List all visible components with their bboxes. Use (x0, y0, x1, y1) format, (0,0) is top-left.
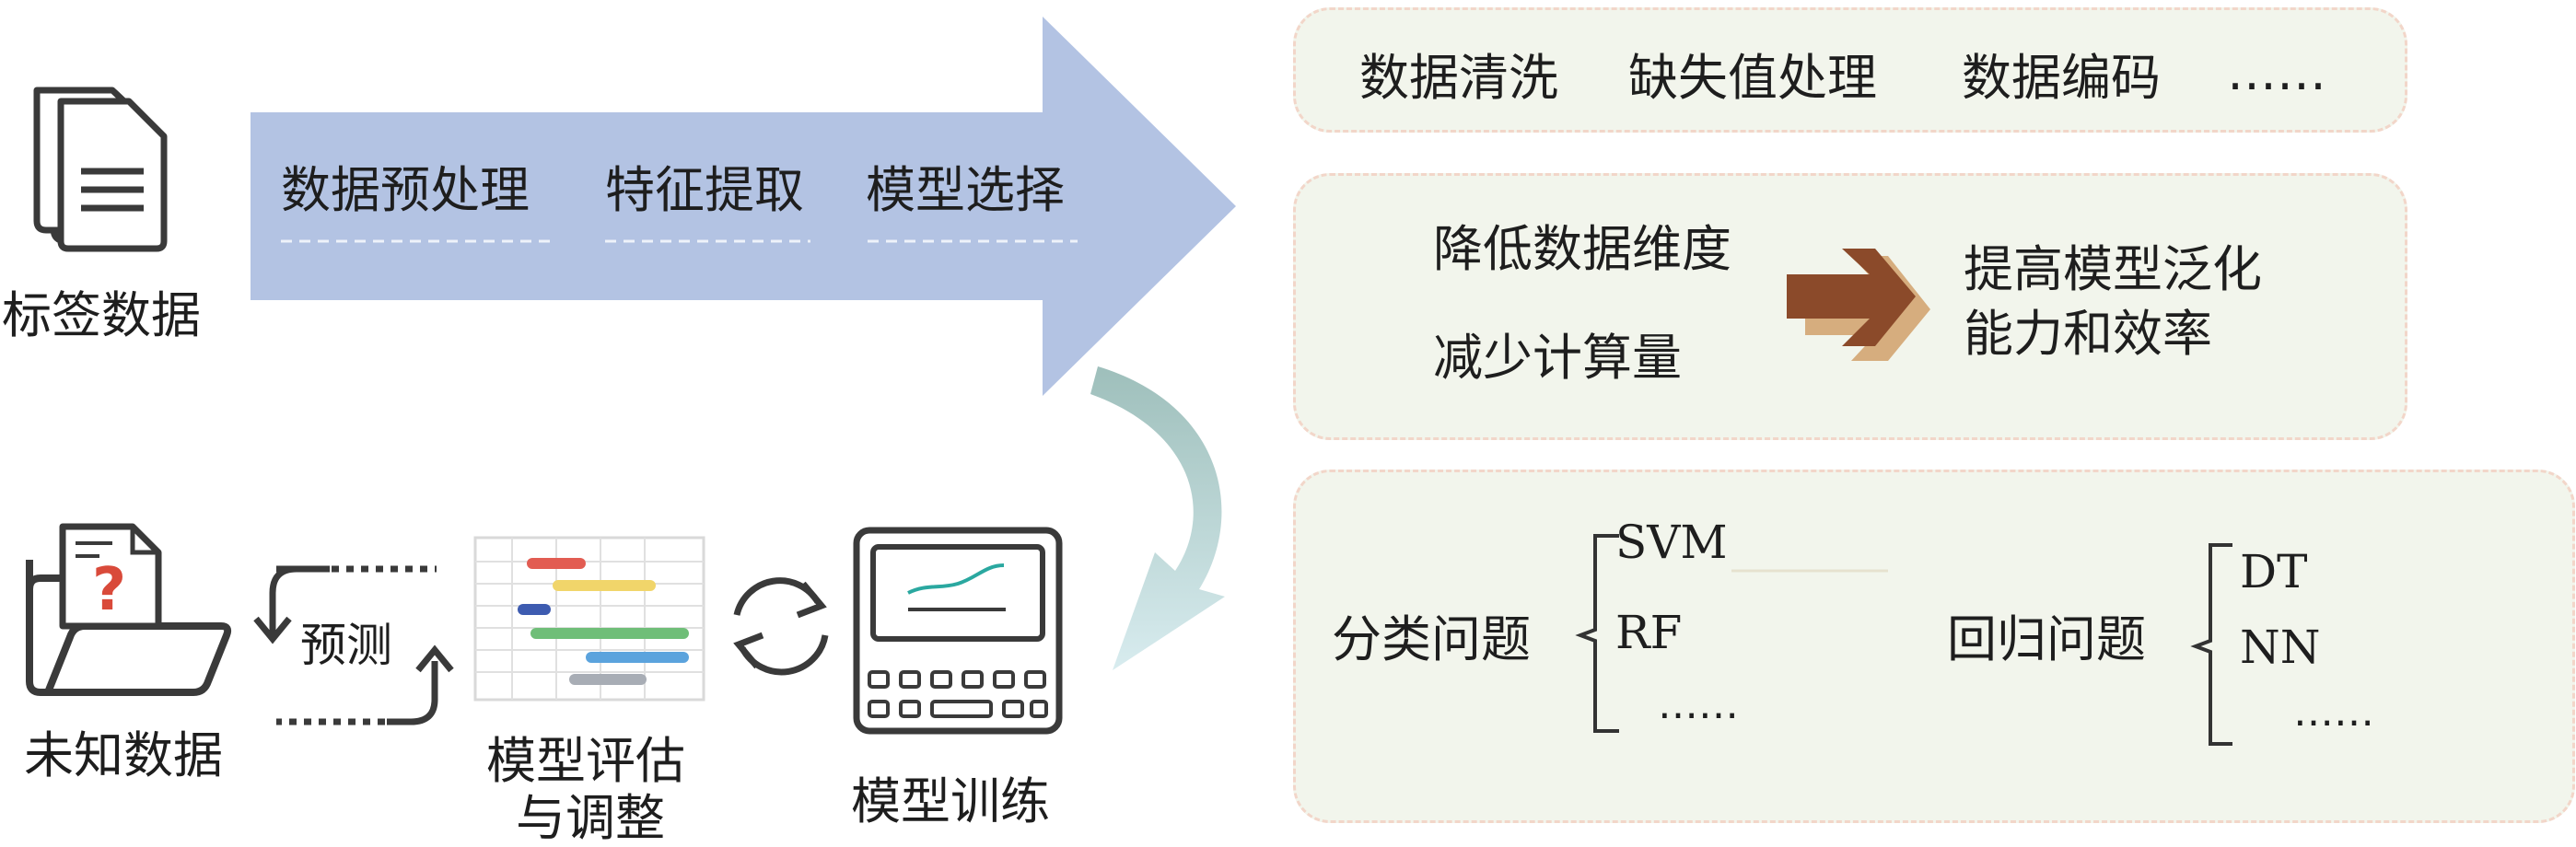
svg-text:?: ? (92, 556, 126, 624)
classification-label: 分类问题 (1332, 610, 1531, 668)
arrow-step-model-selection: 模型选择 (866, 161, 1065, 219)
refresh-cycle-icon (733, 577, 829, 676)
predict-loop-arrows (253, 565, 454, 725)
feature-left-1: 降低数据维度 (1433, 220, 1731, 278)
training-terminal-icon (853, 527, 1063, 735)
arrow-step-preprocessing: 数据预处理 (281, 161, 530, 219)
regression-item-more: …… (2293, 689, 2374, 736)
feature-right-2: 能力和效率 (1964, 305, 2212, 363)
unknown-data-label: 未知数据 (24, 726, 223, 784)
feature-right-1: 提高模型泛化 (1964, 240, 2262, 298)
classification-item-more: …… (1658, 681, 1739, 728)
preprocess-item-missing: 缺失值处理 (1628, 49, 1877, 107)
model-eval-label-line1: 模型评估 (486, 732, 685, 790)
arrow-step-feature-extraction: 特征提取 (605, 161, 804, 219)
preprocess-item-cleaning: 数据清洗 (1359, 49, 1558, 107)
brown-right-arrow (1787, 249, 1930, 361)
labeled-data-label: 标签数据 (2, 286, 201, 344)
classification-brace (1575, 534, 1619, 733)
predict-label: 预测 (300, 619, 392, 672)
regression-item-nn: NN (2240, 621, 2321, 674)
document-icon (33, 87, 168, 252)
feature-left-2: 减少计算量 (1433, 329, 1682, 387)
model-train-label: 模型训练 (851, 772, 1050, 830)
preprocess-item-encoding: 数据编码 (1962, 49, 2161, 107)
preprocess-panel (1293, 7, 2407, 133)
folder-question-icon: ? (26, 523, 232, 696)
evaluation-chart-icon (473, 536, 705, 702)
model-eval-label-line2: 与调整 (516, 789, 665, 847)
preprocess-item-more: …… (2227, 43, 2326, 101)
classification-item-svm: SVM (1615, 516, 1728, 569)
regression-brace (2190, 543, 2232, 746)
model-panel (1293, 470, 2575, 823)
curved-return-arrow (1090, 366, 1225, 670)
regression-label: 回归问题 (1947, 610, 2146, 668)
process-arrow (251, 17, 1236, 396)
classification-item-rf: RF (1615, 606, 1683, 659)
regression-item-dt: DT (2240, 545, 2308, 598)
